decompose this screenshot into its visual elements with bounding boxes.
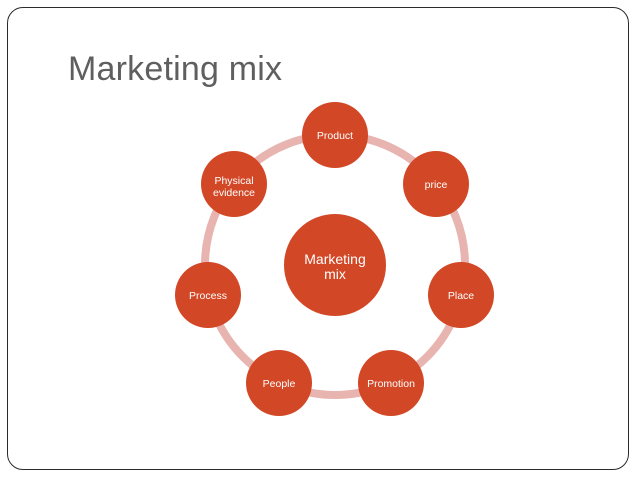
center-node-label-line1: Marketing xyxy=(304,251,365,267)
node-place: Place xyxy=(428,262,494,328)
center-node: Marketing mix xyxy=(284,214,386,316)
node-physical-evidence-label-line2: evidence xyxy=(213,187,255,199)
node-process-label: Process xyxy=(189,290,227,302)
node-process: Process xyxy=(175,262,241,328)
node-physical-evidence-label-line1: Physical xyxy=(214,175,253,187)
node-promotion-label: Promotion xyxy=(367,378,415,390)
node-product-label: Product xyxy=(317,130,353,142)
node-product: Product xyxy=(302,102,368,168)
center-node-label-line2: mix xyxy=(324,266,346,282)
node-price-label: price xyxy=(425,179,448,191)
node-physical-evidence: Physical evidence xyxy=(201,151,267,217)
node-price: price xyxy=(403,151,469,217)
node-people: People xyxy=(246,350,312,416)
node-people-label: People xyxy=(263,378,296,390)
slide-title: Marketing mix xyxy=(68,50,283,88)
node-promotion: Promotion xyxy=(358,350,424,416)
node-place-label: Place xyxy=(448,290,474,302)
